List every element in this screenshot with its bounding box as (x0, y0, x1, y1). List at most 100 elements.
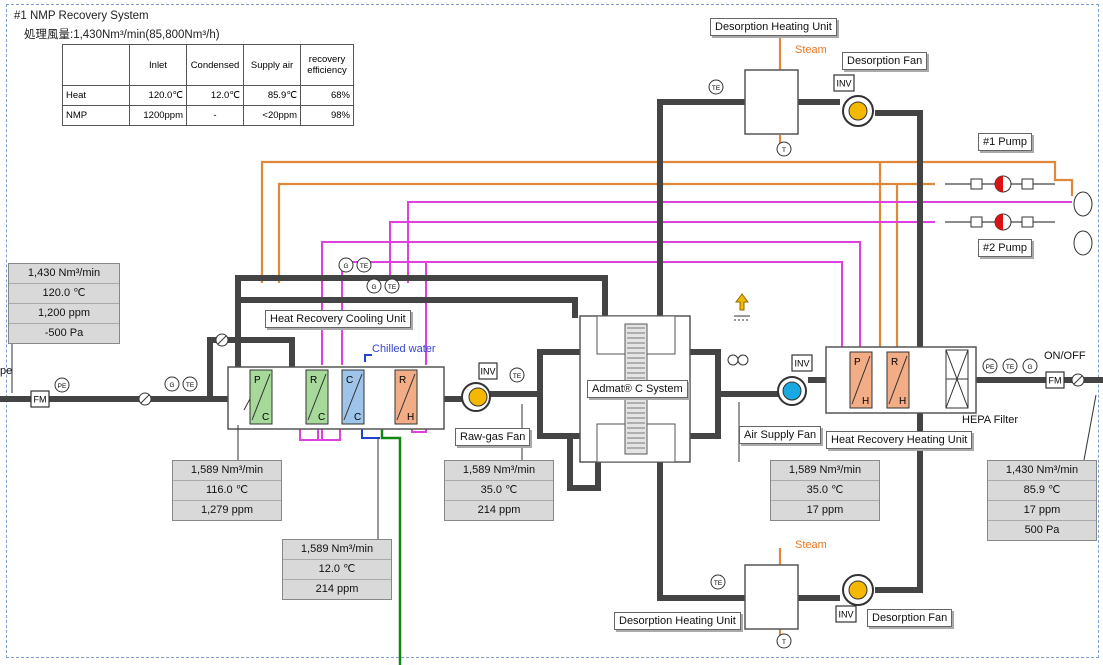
exhaust-arrow-icon (734, 293, 750, 321)
desorption-fan-top-label: Desorption Fan (842, 52, 928, 70)
data-value: 1,279 ppm (201, 504, 253, 516)
desorption-fan-bottom[interactable] (842, 574, 874, 606)
data-value: 12.0 ℃ (283, 560, 391, 580)
raw-gas-fan[interactable] (461, 382, 491, 412)
data-value: 35.0 ℃ (445, 481, 553, 501)
table-header-row: Inlet Condensed Supply air recovery effi… (62, 44, 354, 86)
te-desorption-bottom-text: TE (714, 580, 723, 587)
table-cell: Heat (62, 85, 130, 106)
table-header-cell: recovery efficiency (300, 44, 354, 86)
te-desorption-bottom: TE (710, 574, 726, 590)
coil-letter-top: C (346, 375, 353, 386)
te-desorption-top-text: TE (712, 85, 721, 92)
t-bottom: T (776, 633, 792, 649)
table-cell: - (186, 105, 244, 126)
data-value: 1,589 Nm³/min (283, 540, 391, 560)
pump-2[interactable] (945, 213, 1055, 231)
left-edge-label: pe (0, 365, 13, 377)
te-cool-1: TE (356, 257, 372, 273)
desorption-fan-top[interactable] (842, 95, 874, 127)
te-inlet-text: TE (186, 382, 195, 389)
g-outlet: G (1022, 358, 1038, 374)
raw-gas-fan-label: Raw-gas Fan (455, 428, 531, 446)
coil-letter-bottom: C (318, 412, 325, 423)
te-raw-gas-text: TE (513, 373, 522, 380)
te-desorption-top: TE (708, 79, 724, 95)
diagram-frame (6, 4, 1099, 658)
data-value: 1,430 Nm³/min (9, 264, 119, 284)
heat-recovery-cooling-unit-label: Heat Recovery Cooling Unit (265, 310, 411, 328)
condensed-data-box: 1,589 Nm³/min 12.0 ℃ 214 ppm (282, 539, 392, 600)
inv-air-supply-text: INV (794, 359, 809, 369)
coil-c2: RC (305, 369, 329, 425)
data-value: 17 ppm (806, 504, 844, 516)
steam-bottom-label: Steam (795, 539, 827, 551)
coil-letter-bottom: C (354, 412, 361, 423)
duct-lines (0, 99, 1103, 601)
table-cell: 68% (300, 85, 354, 106)
coil-letter-top: R (399, 375, 406, 386)
g-cool-2-text: G (371, 284, 376, 291)
outlet-data-box: 1,430 Nm³/min 85.9 ℃ 17 ppm 500 Pa (987, 460, 1097, 541)
data-value: 85.9 ℃ (988, 481, 1096, 501)
valve-2 (1071, 373, 1085, 387)
after-precooler-data-box: 1,589 Nm³/min 116.0 ℃ 1,279 ppm (172, 460, 282, 521)
coil-c3: CC (341, 369, 365, 425)
pe-outlet: PE (982, 358, 998, 374)
table-header-cell: Supply air (243, 44, 301, 86)
table-cell: NMP (62, 105, 130, 126)
air-supply-fan[interactable] (777, 376, 807, 406)
water-line (380, 425, 402, 665)
inv-desorption-top-text: INV (836, 79, 851, 89)
pump-1[interactable] (945, 175, 1055, 193)
steam-top-label: Steam (795, 44, 827, 56)
flow-rate: 処理風量:1,430Nm³/min(85,800Nm³/h) (24, 29, 220, 41)
on-off-label: ON/OFF (1044, 350, 1086, 362)
data-value: 120.0 ℃ (9, 284, 119, 304)
g-cool-2: G (366, 278, 382, 294)
table-header-cell: Condensed (186, 44, 244, 86)
pe-inlet-text: PE (58, 383, 67, 390)
data-value: 214 ppm (315, 583, 359, 595)
table-row: NMP 1200ppm - <20ppm 98% (62, 105, 354, 126)
hepa-filter-label: HEPA Filter (962, 414, 1019, 426)
inv-desorption-bottom-text: INV (838, 610, 853, 620)
table-cell: 120.0℃ (129, 85, 187, 106)
coil-letter-top: R (891, 357, 898, 368)
desorption-heating-unit-top[interactable] (744, 69, 799, 135)
heat-recovery-heating-unit-label: Heat Recovery Heating Unit (826, 431, 973, 449)
data-value: -500 Pa (44, 327, 84, 339)
te-cool-2: TE (384, 278, 400, 294)
table-cell: 98% (300, 105, 354, 126)
g-inlet-text: G (169, 382, 174, 389)
desorption-heating-unit-bottom[interactable] (744, 564, 799, 630)
damper-icon (727, 354, 749, 366)
data-value: 500 Pa (1024, 524, 1060, 536)
page-title: #1 NMP Recovery System (14, 10, 149, 22)
table-cell: 12.0℃ (186, 85, 244, 106)
flow-meter-inlet-text: FM (34, 395, 47, 405)
inv-air-supply: INV (791, 354, 813, 372)
raw-gas-data-box: 1,589 Nm³/min 35.0 ℃ 214 ppm (444, 460, 554, 521)
g-cool-1: G (338, 257, 354, 273)
inv-raw-gas-text: INV (480, 367, 495, 377)
te-cool-2-text: TE (388, 284, 397, 291)
coil-h1: PH (849, 351, 873, 409)
flow-meter-inlet: FM (30, 390, 50, 408)
table-row: Heat 120.0℃ 12.0℃ 85.9℃ 68% (62, 85, 354, 106)
pump-1-label: #1 Pump (978, 133, 1033, 151)
coil-letter-top: P (254, 375, 261, 386)
table-cell: 85.9℃ (243, 85, 301, 106)
admat-system-label: Admat® C System (587, 380, 688, 398)
desorption-fan-bottom-label: Desorption Fan (867, 609, 953, 627)
te-raw-gas: TE (509, 367, 525, 383)
inlet-data-box: 1,430 Nm³/min 120.0 ℃ 1,200 ppm -500 Pa (8, 263, 120, 344)
inv-raw-gas: INV (478, 362, 498, 380)
coil-h2: RH (886, 351, 910, 409)
data-value: 1,430 Nm³/min (988, 461, 1096, 481)
te-inlet: TE (182, 376, 198, 392)
coil-letter-bottom: C (262, 412, 269, 423)
coil-letter-bottom: H (862, 396, 869, 407)
data-value: 1,589 Nm³/min (173, 461, 281, 481)
table-cell: <20ppm (243, 105, 301, 126)
